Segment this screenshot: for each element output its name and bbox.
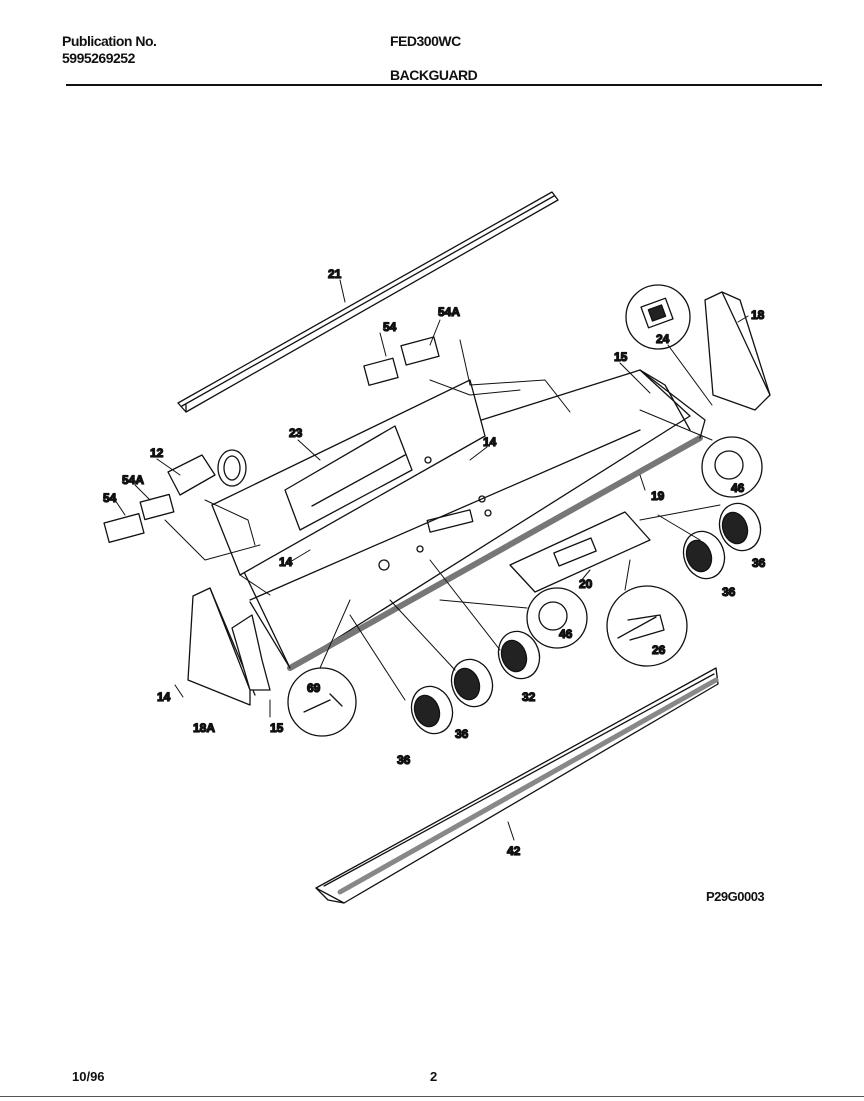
- bottom-rule: [0, 1096, 864, 1097]
- part-20-control-block: [509, 511, 651, 593]
- part-18a-left-bracket: [187, 587, 256, 706]
- control-slot: [378, 456, 492, 571]
- label-54a-left: 54A: [122, 473, 144, 487]
- label-69: 69: [307, 681, 321, 695]
- label-46-mid: 46: [559, 627, 573, 641]
- part-18-right-bracket: [704, 291, 771, 411]
- label-21: 21: [328, 267, 342, 281]
- label-leaders: [114, 279, 749, 841]
- label-19: 19: [651, 489, 665, 503]
- label-24: 24: [656, 332, 670, 346]
- label-36-right: 36: [752, 556, 766, 570]
- part-42-bottom-trim: [315, 667, 719, 904]
- section-title: BACKGUARD: [390, 67, 478, 83]
- label-14-mid: 14: [279, 555, 293, 569]
- publication-number: 5995269252: [62, 50, 135, 66]
- label-26: 26: [652, 643, 666, 657]
- label-18a: 18A: [193, 721, 215, 735]
- part-12-timer: [167, 449, 247, 496]
- publication-label: Publication No.: [62, 33, 157, 49]
- part-23-window: [211, 379, 486, 576]
- label-12: 12: [150, 446, 164, 460]
- part-labels: 21 54 54A 24 18 15 23 14 12 54A 54 46 19…: [102, 266, 766, 858]
- part-15-brackets: [231, 369, 691, 691]
- label-14-top: 14: [483, 435, 497, 449]
- backguard-panel: [211, 369, 706, 671]
- date-code: 10/96: [72, 1069, 105, 1084]
- label-54-left: 54: [103, 491, 117, 505]
- part-54-switches: [103, 336, 440, 543]
- label-36-b: 36: [397, 753, 411, 767]
- label-15-left: 15: [270, 721, 284, 735]
- label-36-a: 36: [455, 727, 469, 741]
- figure-code: P29G0003: [706, 889, 765, 904]
- page-number: 2: [430, 1069, 438, 1084]
- label-20: 20: [579, 577, 593, 591]
- label-54a-top: 54A: [438, 305, 460, 319]
- label-18: 18: [751, 308, 765, 322]
- model-number: FED300WC: [390, 33, 461, 49]
- label-36-mid: 36: [722, 585, 736, 599]
- label-32: 32: [522, 690, 536, 704]
- label-46-top: 46: [731, 481, 745, 495]
- leader-lines: [164, 339, 721, 701]
- label-23: 23: [289, 426, 303, 440]
- label-14-left: 14: [157, 690, 171, 704]
- label-15-top: 15: [614, 350, 628, 364]
- header-rule: [66, 84, 822, 86]
- label-42: 42: [507, 844, 521, 858]
- knobs: [410, 502, 762, 735]
- part-21-top-trim: [177, 191, 559, 413]
- label-54-top: 54: [383, 320, 397, 334]
- detail-circles: [287, 284, 763, 737]
